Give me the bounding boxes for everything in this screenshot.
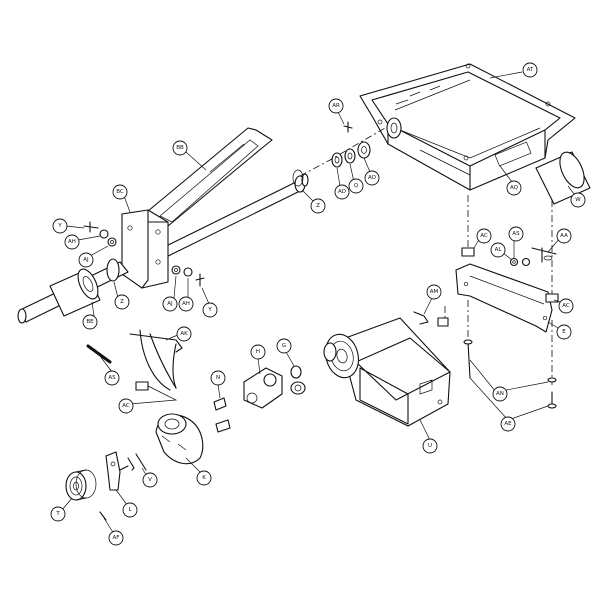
callout-be: BE [82, 314, 98, 330]
nut-ac-left [135, 381, 149, 391]
callout-aj-left: AJ [78, 252, 94, 268]
callout-ac-right: AC [476, 228, 492, 244]
callout-y-left-label: Y [57, 223, 62, 229]
callout-ak-label: AK [180, 331, 188, 337]
callout-ah-mid: AH [178, 296, 194, 312]
callout-as-left-label: AS [108, 375, 116, 381]
callout-v-label: V [148, 477, 152, 483]
callout-as-right-label: AS [512, 231, 520, 237]
callout-h: H [250, 344, 266, 360]
washer-stack [331, 141, 371, 168]
screw-ar [343, 121, 353, 133]
callout-af-label: AF [113, 535, 120, 541]
callout-ao-label: AO [368, 175, 377, 181]
callout-z-top: Z [310, 198, 326, 214]
callout-aq: AQ [506, 180, 522, 196]
callout-ae: AE [500, 416, 516, 432]
callout-l: L [122, 502, 138, 518]
callout-g: G [276, 338, 292, 354]
callout-at: AT [522, 62, 538, 78]
callout-aj-left-label: AJ [83, 257, 89, 263]
callout-ah-left: AH [64, 234, 80, 250]
callout-w: W [570, 192, 586, 208]
callout-am-label: AM [430, 289, 439, 295]
callout-y-mid: Y [202, 302, 218, 318]
callout-aa-label: AA [560, 233, 568, 239]
callout-ac-left: AC [118, 398, 134, 414]
callout-am: AM [426, 284, 442, 300]
callout-z-mid: Z [114, 294, 130, 310]
callout-y-mid-label: Y [207, 307, 212, 313]
callout-k: K [196, 470, 212, 486]
callout-u: U [422, 438, 438, 454]
callout-ah-left-label: AH [68, 239, 76, 245]
fork-ak [129, 329, 183, 391]
callout-y-left: Y [52, 218, 68, 234]
callout-w-label: W [575, 197, 581, 203]
callout-ar: AR [328, 98, 344, 114]
callout-l-label: L [128, 507, 132, 513]
callout-g-label: G [282, 343, 286, 349]
callout-q: Q [348, 178, 364, 194]
callout-bc: BC [112, 184, 128, 200]
callout-ad-label: AD [338, 189, 346, 195]
callout-bb-label: BB [176, 145, 184, 151]
callout-as-right: AS [508, 226, 524, 242]
callout-be-label: BE [86, 319, 94, 325]
tray-pulley [386, 117, 402, 139]
pin-v [135, 453, 147, 471]
callout-an-label: AN [496, 391, 504, 397]
callout-aa: AA [556, 228, 572, 244]
bearing-t [65, 469, 97, 501]
callout-ac-bracket-label: AC [562, 303, 570, 309]
motor-u [323, 317, 451, 427]
callout-n-label: N [216, 375, 220, 381]
callout-al: AL [490, 242, 506, 258]
callout-ad: AD [334, 184, 350, 200]
callout-t-label: T [55, 511, 60, 517]
part-g [290, 365, 306, 395]
callout-aq-label: AQ [510, 185, 519, 191]
callout-af: AF [108, 530, 124, 546]
callout-bc-label: BC [116, 189, 124, 195]
callout-e: E [556, 324, 572, 340]
callout-an: AN [492, 386, 508, 402]
callout-e-label: E [562, 329, 566, 335]
callout-ac-left-label: AC [122, 403, 130, 409]
pin-af [99, 511, 107, 521]
callout-bb: BB [172, 140, 188, 156]
cam-k [155, 413, 204, 465]
callout-ar-label: AR [332, 103, 340, 109]
callout-z-mid-label: Z [120, 299, 124, 305]
callout-q-label: Q [354, 183, 359, 189]
callout-ao: AO [364, 170, 380, 186]
callout-al-label: AL [495, 247, 503, 253]
callout-ak: AK [176, 326, 192, 342]
callout-aj-mid-label: AJ [167, 301, 173, 307]
callout-as-left: AS [104, 370, 120, 386]
cylinder-w [535, 151, 591, 205]
centerline-top [299, 127, 386, 177]
callout-aj-mid: AJ [162, 296, 178, 312]
callout-u-label: U [428, 443, 432, 449]
callout-n: N [210, 370, 226, 386]
bracket-e [413, 247, 559, 409]
callout-v: V [142, 472, 158, 488]
callout-h-label: H [256, 349, 260, 355]
pin-as [86, 344, 112, 364]
callout-ac-right-label: AC [480, 233, 488, 239]
callout-k-label: K [202, 475, 206, 481]
pins-n [213, 397, 231, 433]
callout-ac-bracket: AC [558, 298, 574, 314]
callout-ae-label: AE [504, 421, 512, 427]
block-h [243, 367, 283, 409]
callout-at-label: AT [527, 67, 534, 73]
bracket-l [105, 451, 135, 491]
callout-t: T [50, 506, 66, 522]
callout-z-top-label: Z [316, 203, 320, 209]
callout-ah-mid-label: AH [182, 301, 190, 307]
